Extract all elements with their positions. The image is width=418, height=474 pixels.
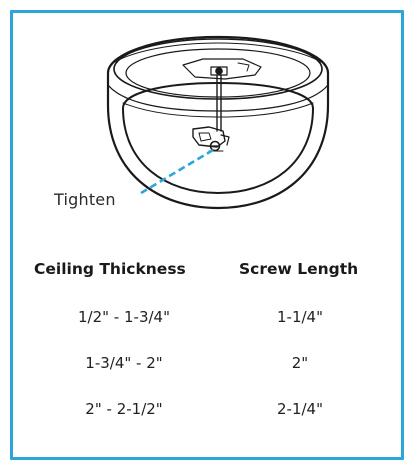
tighten-callout-line xyxy=(140,148,214,195)
mounting-rod xyxy=(216,74,222,132)
table-row: 1-3/4" - 2" 2" xyxy=(13,354,407,378)
ceiling-thickness-cell: 1-3/4" - 2" xyxy=(85,354,163,372)
table-header-row: Ceiling Thickness Screw Length xyxy=(13,260,407,284)
fixture-inner-rim xyxy=(125,48,311,98)
screw-length-cell: 1-1/4" xyxy=(277,308,323,326)
column-header-screw-length: Screw Length xyxy=(239,260,359,278)
trim-ring-outer xyxy=(106,35,330,210)
ceiling-fixture-illustration xyxy=(106,35,330,210)
ceiling-thickness-cell: 2" - 2-1/2" xyxy=(85,400,163,418)
mounting-bracket xyxy=(182,58,262,80)
screw-length-cell: 2-1/4" xyxy=(277,400,323,418)
screw-length-cell: 2" xyxy=(291,354,309,372)
table-row: 2" - 2-1/2" 2-1/4" xyxy=(13,400,407,424)
spring-clip xyxy=(192,126,226,148)
fixture-outer-rim xyxy=(113,38,323,100)
table-row: 1/2" - 1-3/4" 1-1/4" xyxy=(13,308,407,332)
trim-ring-inner xyxy=(122,82,314,194)
column-header-ceiling-thickness: Ceiling Thickness xyxy=(34,260,186,278)
tighten-label: Tighten xyxy=(54,190,116,209)
instruction-panel: Tighten Ceiling Thickness Screw Length 1… xyxy=(10,10,404,460)
ceiling-thickness-cell: 1/2" - 1-3/4" xyxy=(78,308,170,326)
